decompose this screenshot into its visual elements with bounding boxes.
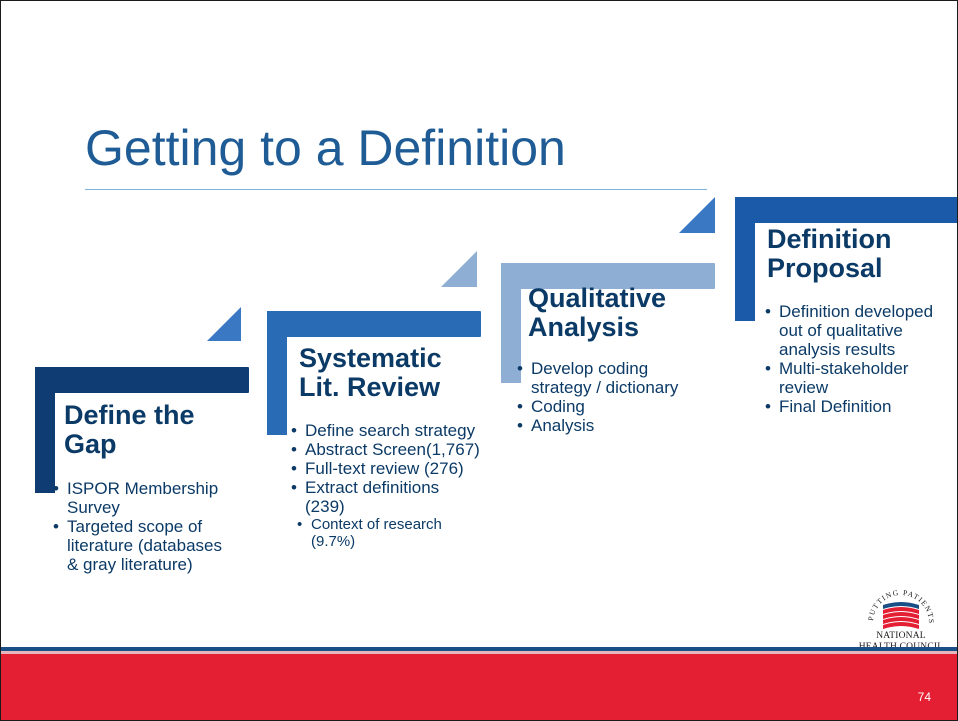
slide-title: Getting to a Definition — [85, 120, 566, 176]
step3-bullets: Develop coding strategy / dictionary Cod… — [517, 359, 707, 435]
list-item: Multi-stakeholder review — [765, 359, 945, 397]
step1-heading-line1: Define the — [64, 400, 195, 430]
step4-bracket-stem — [735, 197, 755, 321]
step3-heading: Qualitative Analysis — [528, 284, 666, 342]
list-item: Final Definition — [765, 397, 945, 416]
step3-heading-line1: Qualitative — [528, 283, 667, 313]
list-item: Extract definitions (239) — [291, 478, 481, 516]
step1-heading: Define the Gap — [64, 401, 195, 459]
step1-arrow-triangle — [207, 307, 241, 341]
step2-heading: Systematic Lit. Review — [299, 344, 442, 402]
step1-heading-line2: Gap — [64, 429, 117, 459]
step3-heading-line2: Analysis — [528, 312, 640, 342]
list-item: Define search strategy — [291, 421, 481, 440]
step2-heading-line2: Lit. Review — [299, 372, 441, 402]
step4-heading-line2: Proposal — [767, 253, 883, 283]
step4-heading-line1: Definition — [767, 224, 892, 254]
step4-bullets: Definition developed out of qualitative … — [765, 302, 945, 416]
step2-bullets: Define search strategy Abstract Screen(1… — [291, 421, 481, 550]
logo-line-1: NATIONAL — [876, 631, 926, 641]
page-number: 74 — [917, 690, 931, 704]
logo-arc-text: PUTTING PATIENTS FIRST — [840, 572, 935, 625]
footer-band — [1, 654, 957, 720]
footer-stripe-light — [1, 651, 957, 654]
step4-heading: Definition Proposal — [767, 225, 891, 283]
step2-heading-line1: Systematic — [299, 343, 442, 373]
step1-bracket-stem — [35, 367, 55, 493]
step2-arrow-triangle — [441, 251, 477, 287]
list-item: ISPOR Membership Survey — [53, 479, 235, 517]
step2-bracket-stem — [267, 311, 287, 435]
step2-bracket-bar — [267, 311, 481, 337]
flag-logo-icon: PUTTING PATIENTS FIRST — [840, 572, 936, 629]
footer-stripe-navy — [1, 647, 957, 651]
list-item: Context of research (9.7%) — [291, 516, 481, 550]
step3-arrow-triangle — [679, 197, 715, 233]
list-item: Analysis — [517, 416, 707, 435]
list-item: Targeted scope of literature (databases … — [53, 517, 235, 574]
list-item: Develop coding strategy / dictionary — [517, 359, 707, 397]
list-item: Coding — [517, 397, 707, 416]
svg-text:PUTTING PATIENTS FIRST: PUTTING PATIENTS FIRST — [843, 579, 936, 625]
list-item: Definition developed out of qualitative … — [765, 302, 945, 359]
step3-bracket-stem — [501, 263, 521, 383]
step3-bracket-bar — [501, 263, 715, 289]
title-underline — [85, 189, 707, 190]
step1-bracket-bar — [35, 367, 249, 393]
list-item: Full-text review (276) — [291, 459, 481, 478]
step4-bracket-bar — [735, 197, 957, 223]
list-item: Abstract Screen(1,767) — [291, 440, 481, 459]
step1-bullets: ISPOR Membership Survey Targeted scope o… — [53, 479, 235, 574]
